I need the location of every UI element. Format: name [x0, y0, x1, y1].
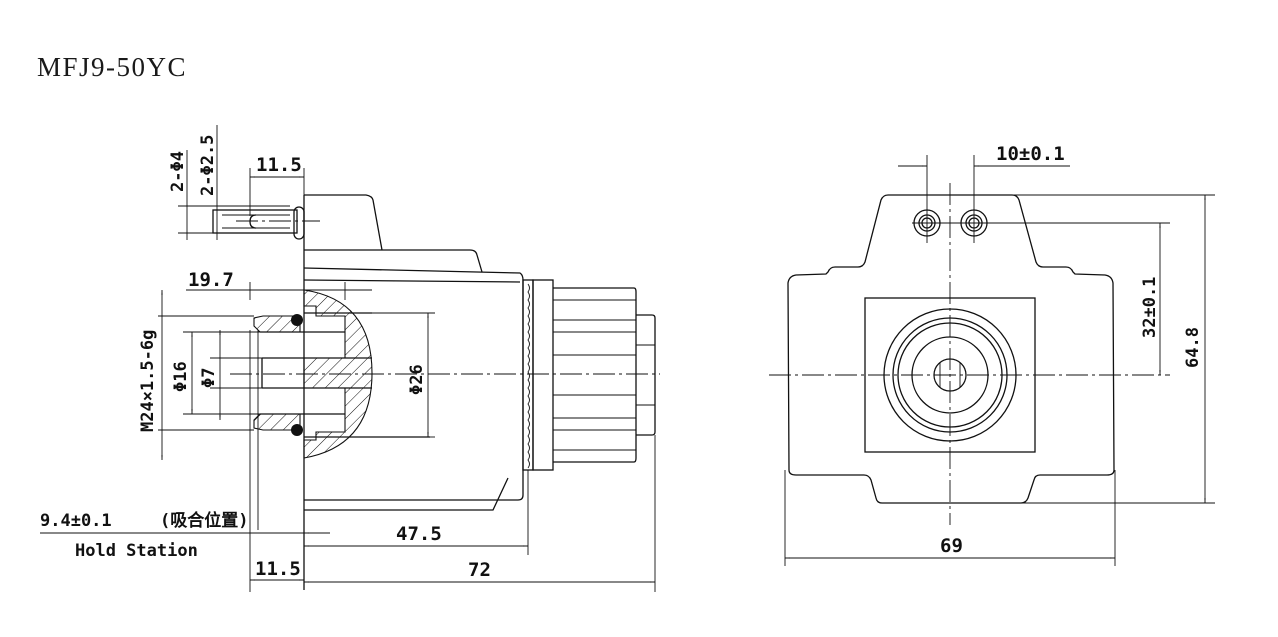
- overall-width-label: 69: [940, 535, 963, 557]
- o-ring-bottom: [291, 424, 303, 436]
- flange-width-label: 11.5: [255, 558, 301, 580]
- hold-station-cn: (吸合位置): [160, 510, 248, 531]
- thread-spec-label: M24×1.5-6g: [138, 330, 158, 432]
- dome-26-label: Φ26: [407, 364, 427, 395]
- coil-body-inner-top: [303, 279, 521, 283]
- pin-length-label: 11.5: [256, 154, 302, 176]
- seat-depth-label: 19.7: [188, 269, 234, 291]
- body-length-label: 47.5: [396, 523, 442, 545]
- pin-height-label: 32±0.1: [1140, 277, 1160, 338]
- coil-outline: [787, 194, 1115, 504]
- pin-diameter-inner-label: 2-Φ2.5: [198, 135, 218, 196]
- lock-ring: [532, 279, 554, 471]
- housing-top-outline: [304, 194, 483, 273]
- coil-body-bottom-skirt: [304, 477, 509, 511]
- terminal-pin-outline: [212, 209, 298, 234]
- cable-gland-body: [553, 287, 637, 463]
- pin-diameter-outer-label: 2-Φ4: [168, 151, 188, 192]
- pin-spacing-label: 10±0.1: [996, 143, 1065, 165]
- hold-station-label: Hold Station: [75, 541, 198, 561]
- drawing-title: MFJ9-50YC: [37, 52, 188, 82]
- front-view: 10±0.1 32±0.1 64.8 69: [769, 143, 1215, 566]
- bore-16-label: Φ16: [171, 361, 191, 392]
- bore-7-label: Φ7: [199, 368, 219, 388]
- o-ring-top: [291, 314, 303, 326]
- hold-station-value: 9.4±0.1: [40, 511, 112, 531]
- overall-length-label: 72: [468, 559, 491, 581]
- side-view: 2-Φ4 2-Φ2.5 11.5 19.7 M24×1.5-6g Φ16 Φ7 …: [40, 125, 660, 592]
- cable-gland-cap: [636, 314, 656, 436]
- pin-collar: [293, 206, 305, 240]
- overall-height-label: 64.8: [1183, 327, 1203, 368]
